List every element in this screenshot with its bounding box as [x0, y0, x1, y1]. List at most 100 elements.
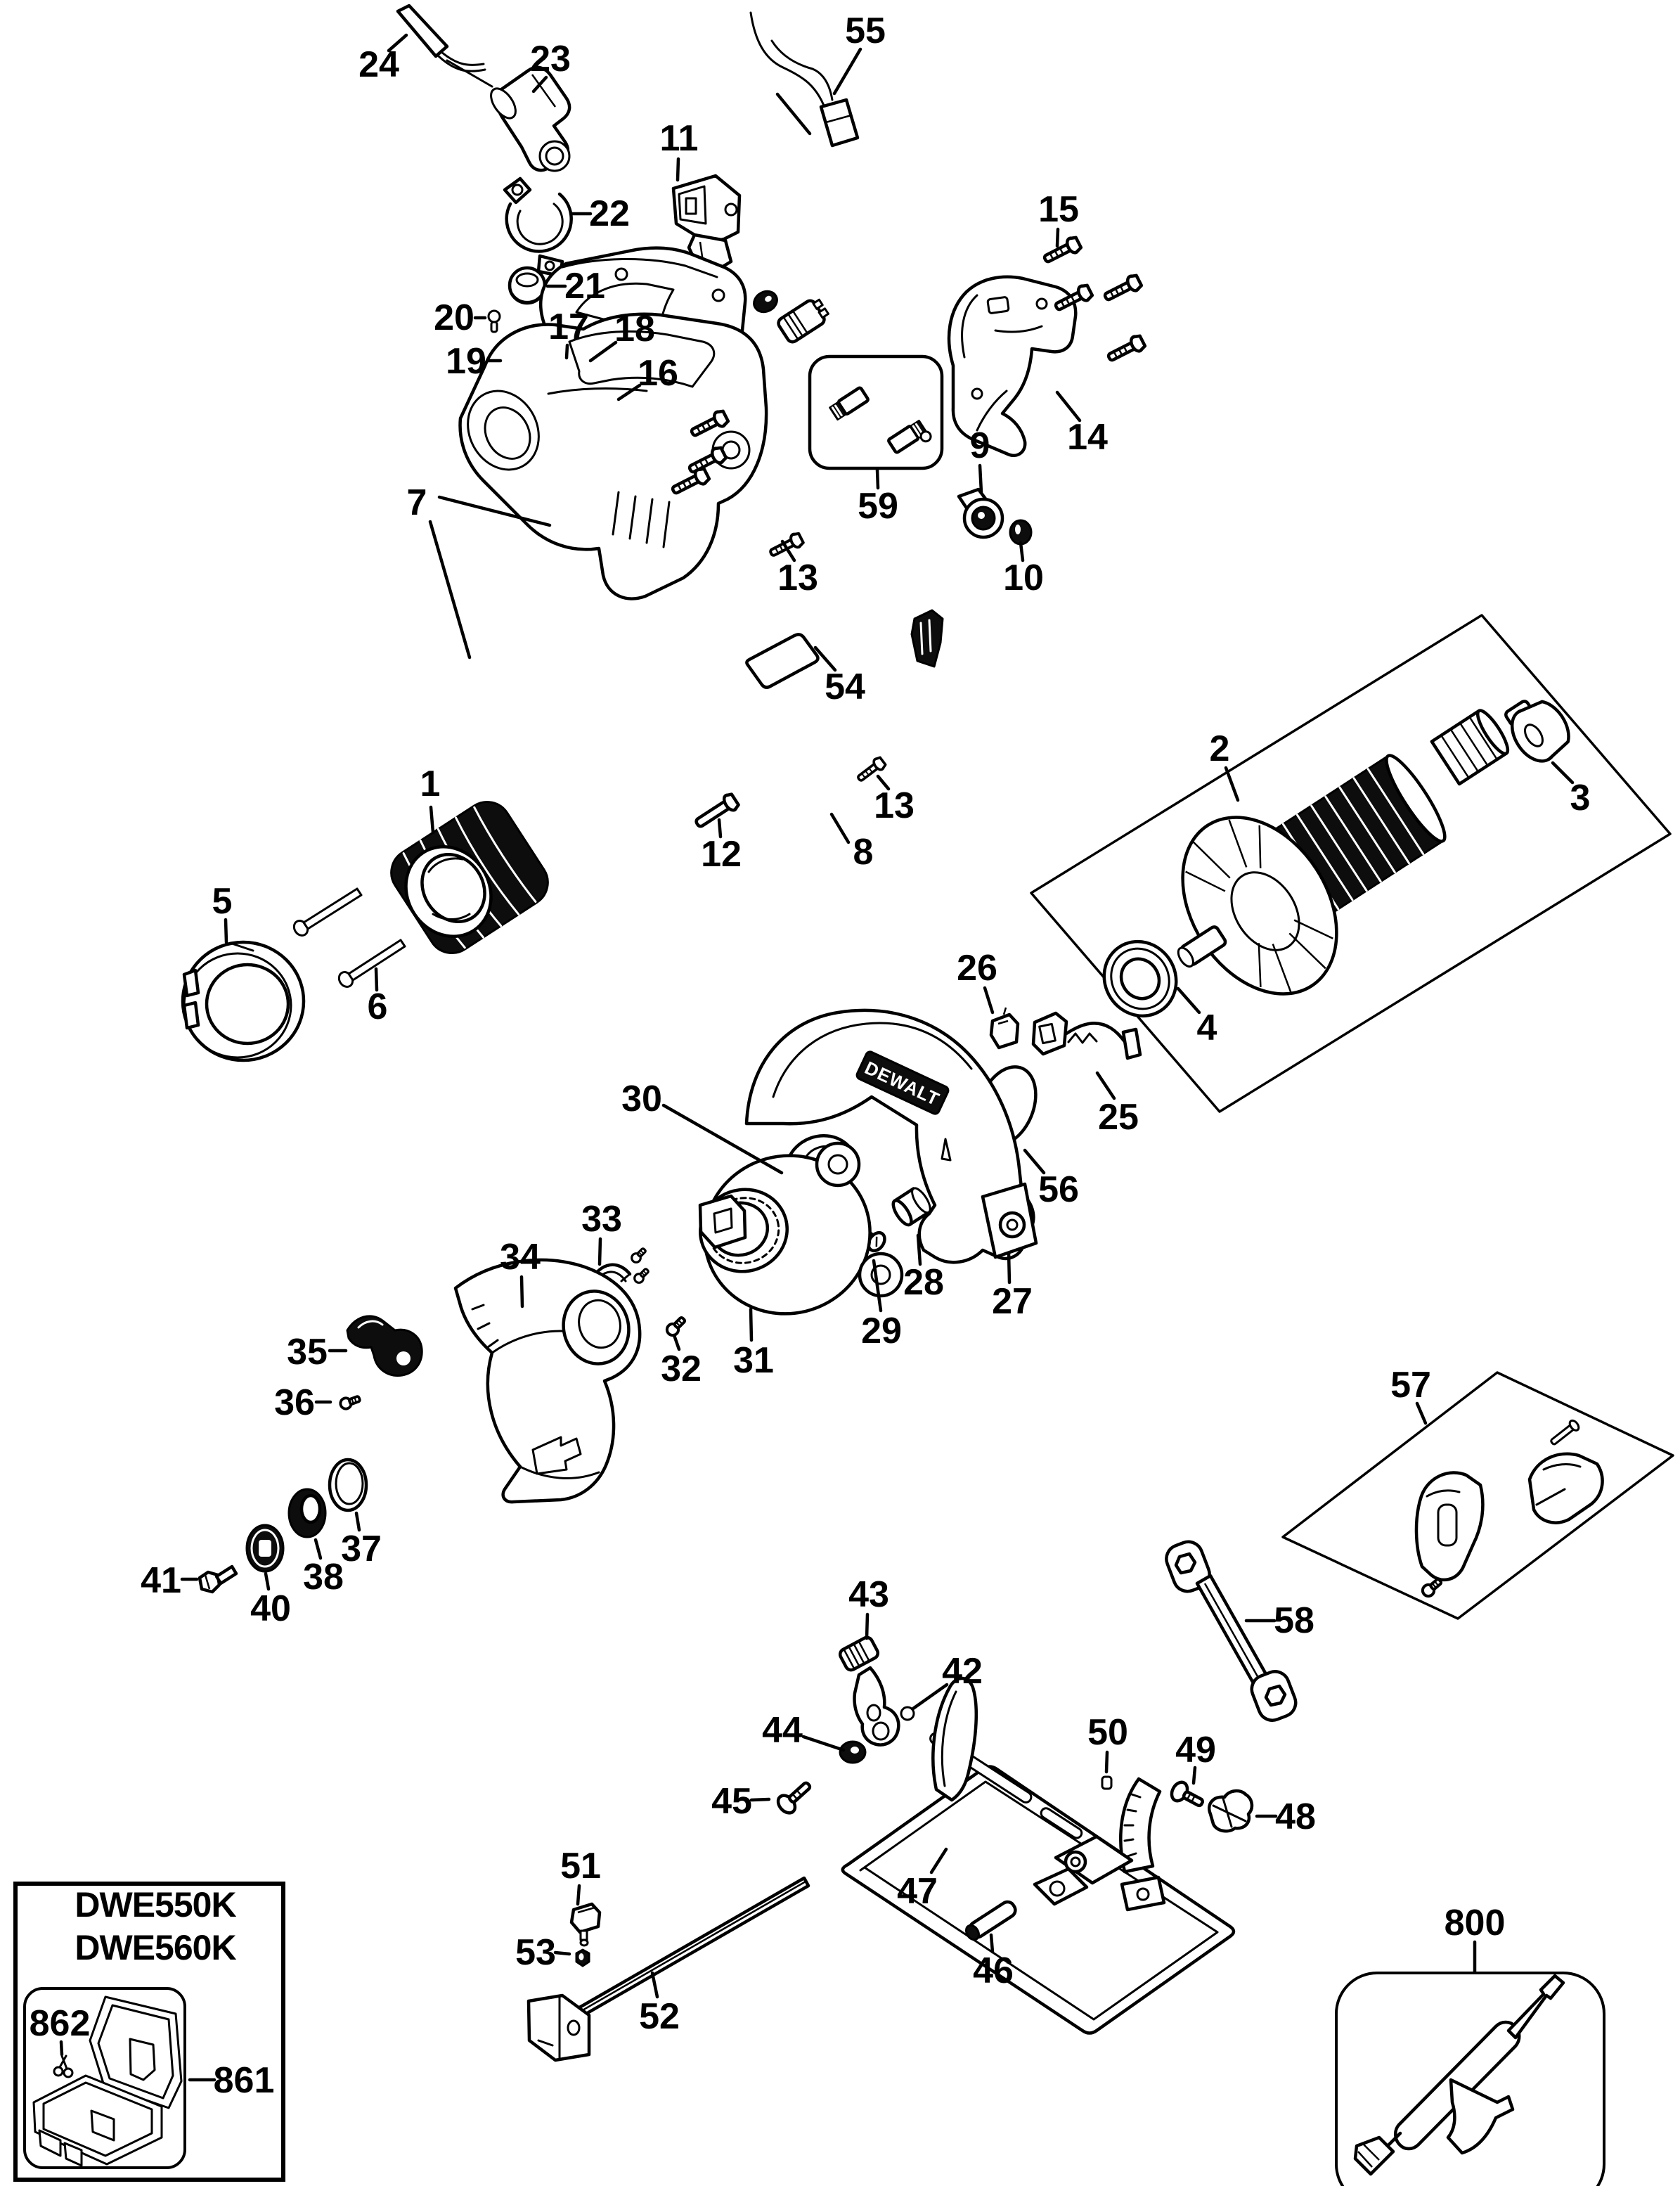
model-name-2: DWE560K [75, 1928, 236, 1967]
part-label-7: 7 [407, 482, 427, 523]
part-grommet-10 [1009, 519, 1033, 546]
part-oring-37 [328, 1458, 368, 1512]
part-label-34: 34 [500, 1237, 541, 1278]
part-label-26: 26 [957, 948, 997, 989]
leader-line-42 [911, 1683, 949, 1711]
part-label-56: 56 [1038, 1169, 1079, 1210]
part-nut-53 [575, 1948, 590, 1967]
part-label-1: 1 [420, 764, 441, 804]
leader-line-25 [1095, 1071, 1116, 1100]
part-clamp-nut-48 [1208, 1789, 1254, 1833]
leader-line-13b [876, 774, 891, 791]
part-label-38: 38 [303, 1557, 344, 1597]
armature-box-2 [1030, 614, 1672, 1113]
part-label-35: 35 [287, 1332, 328, 1372]
leader-line-14 [1055, 390, 1082, 423]
part-label-800: 800 [1445, 1903, 1506, 1943]
part-label-29: 29 [861, 1311, 902, 1351]
leader-line-26 [983, 986, 995, 1015]
part-label-54: 54 [825, 667, 865, 707]
leader-line-45 [749, 1797, 771, 1802]
part-rip-fence-52 [526, 1876, 810, 2062]
part-spindle-flange-31 [698, 1141, 904, 1316]
part-set-50 [1101, 1775, 1113, 1790]
leader-line-9 [978, 463, 983, 494]
scissors-icon-862 [53, 2055, 74, 2078]
part-label-48: 48 [1275, 1796, 1316, 1837]
part-field-1 [390, 801, 549, 954]
leader-line-52 [650, 1971, 659, 1999]
leader-line-37 [354, 1511, 361, 1532]
part-label-41: 41 [141, 1560, 181, 1601]
housing-screw-b [1102, 274, 1142, 304]
part-label-40: 40 [250, 1588, 291, 1629]
leader-line-16 [616, 383, 642, 401]
part-label-4: 4 [1197, 1008, 1217, 1048]
part-label-43: 43 [848, 1574, 889, 1615]
leader-line-56 [1023, 1148, 1046, 1175]
part-washer-44 [839, 1740, 867, 1764]
part-label-15: 15 [1038, 189, 1079, 230]
part-wire-assembly-55 [749, 11, 860, 148]
part-housing-lower-7 [458, 312, 768, 600]
part-brush-holder-25 [1031, 1011, 1142, 1060]
leader-line-8 [829, 812, 851, 844]
part-label-862: 862 [30, 2003, 91, 2044]
part-label-44: 44 [762, 1710, 803, 1751]
part-label-52: 52 [639, 1996, 680, 2037]
part-label-10: 10 [1003, 558, 1044, 598]
part-power-cord-24 [396, 4, 493, 88]
leader-line-38 [314, 1538, 323, 1560]
part-label-28: 28 [903, 1262, 944, 1303]
part-label-32: 32 [661, 1349, 702, 1389]
leader-line-3 [1551, 761, 1575, 785]
part-cam-51 [569, 1902, 602, 1947]
kit-box-59 [808, 354, 944, 470]
part-label-21: 21 [564, 266, 605, 307]
part-label-25: 25 [1098, 1097, 1139, 1138]
part-dust-ring-5 [181, 940, 306, 1062]
part-brush-holder-39 [910, 609, 944, 668]
accessory-box-57 [1281, 1371, 1674, 1620]
part-label-45: 45 [711, 1781, 752, 1822]
part-label-2: 2 [1210, 728, 1230, 769]
leader-line-55 [832, 47, 862, 96]
leader-line-53 [553, 1950, 571, 1956]
leader-line-32 [672, 1333, 681, 1351]
model-name-1: DWE550K [75, 1885, 236, 1924]
part-retainer-40 [245, 1524, 285, 1573]
part-label-13a: 13 [777, 558, 818, 598]
part-screw-49 [1170, 1780, 1204, 1808]
part-label-33: 33 [581, 1199, 622, 1240]
part-label-3: 3 [1570, 778, 1591, 818]
part-label-861: 861 [214, 2060, 275, 2101]
part-label-53: 53 [515, 1932, 556, 1973]
leader-line-49 [1191, 1766, 1197, 1785]
part-upper-guard-27: DEWALT [744, 1008, 1038, 1264]
part-label-49: 49 [1175, 1730, 1216, 1770]
part-label-58: 58 [1274, 1600, 1314, 1641]
part-screw-12 [694, 792, 740, 828]
part-spring-21 [508, 266, 547, 305]
part-screw-15 [1042, 236, 1082, 266]
part-label-37: 37 [341, 1529, 382, 1569]
part-label-47: 47 [897, 1871, 938, 1912]
leader-line-7 [428, 520, 472, 660]
part-label-16: 16 [638, 353, 678, 394]
leader-line-1 [429, 805, 435, 835]
leader-line-47 [929, 1847, 948, 1875]
part-label-59: 59 [858, 486, 898, 527]
part-label-5: 5 [212, 881, 233, 922]
part-inductor-a [777, 298, 829, 344]
part-label-14: 14 [1067, 417, 1108, 458]
part-bearing-3 [1510, 700, 1570, 763]
part-handle-cover-14 [947, 275, 1078, 457]
leader-line-18 [588, 340, 618, 363]
model-box: DWE550K DWE560K [13, 1882, 285, 2182]
part-label-11: 11 [660, 118, 699, 159]
leader-line-50 [1104, 1750, 1109, 1774]
part-screw-20 [487, 309, 501, 333]
part-kit-case-861 [32, 1995, 183, 2167]
